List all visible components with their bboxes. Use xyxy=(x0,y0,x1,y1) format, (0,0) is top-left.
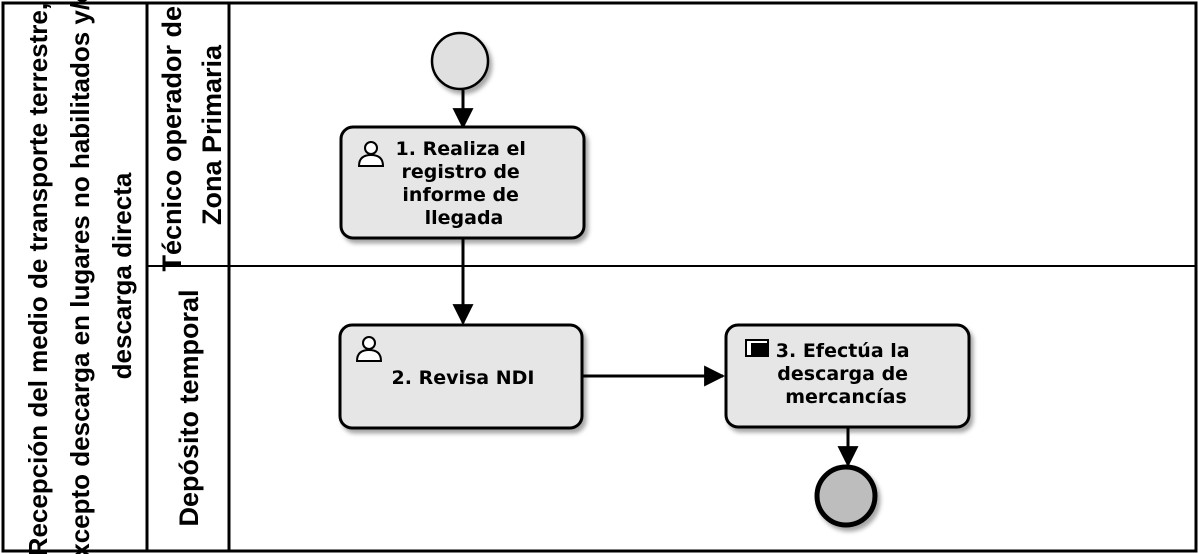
task-2-box[interactable] xyxy=(338,323,584,430)
sequence-flows xyxy=(452,90,859,468)
start-event[interactable] xyxy=(430,31,490,91)
pool-label-line-2: excepto descarga en lugares no habilitad… xyxy=(65,0,95,554)
task-1-label-line-2: registro de xyxy=(402,161,520,183)
lane-label-tecnico: Técnico operador de Zona Primaria xyxy=(157,0,227,272)
task-1-label-line-3: informe de xyxy=(402,184,519,206)
user-icon xyxy=(357,141,385,167)
pool-label: Recepción del medio de transporte terres… xyxy=(23,0,137,554)
task-3-label-line-1: 3. Efectúa la xyxy=(776,340,910,362)
task-1[interactable]: 1. Realiza el registro de informe de lle… xyxy=(339,125,586,240)
task-3-label-line-3: mercancías xyxy=(785,386,907,408)
task-1-label: 1. Realiza el registro de informe de lle… xyxy=(396,138,533,229)
task-3-label: 3. Efectúa la descarga de mercancías xyxy=(776,340,916,408)
task-1-label-line-4: llegada xyxy=(425,207,504,229)
lane-label-deposito: Depósito temporal xyxy=(174,289,204,526)
lane-label-tecnico-line-1: Técnico operador de xyxy=(157,6,187,272)
task-2-label-line-1: 2. Revisa NDI xyxy=(392,367,535,389)
pool-label-line-3: descarga directa xyxy=(107,172,137,379)
lane-label-tecnico-line-2: Zona Primaria xyxy=(197,44,227,225)
task-3-box[interactable] xyxy=(724,323,971,429)
end-event[interactable] xyxy=(814,464,878,528)
pool-label-line-1: Recepción del medio de transporte terres… xyxy=(23,3,53,554)
task-3[interactable]: 3. Efectúa la descarga de mercancías xyxy=(724,323,971,429)
service-icon xyxy=(745,339,769,357)
task-1-label-line-1: 1. Realiza el xyxy=(396,138,526,160)
task-2-label: 2. Revisa NDI xyxy=(392,367,535,389)
user-icon xyxy=(355,336,383,362)
task-3-label-line-2: descarga de xyxy=(777,363,908,385)
lane-label-deposito-line-1: Depósito temporal xyxy=(174,289,204,526)
task-2[interactable]: 2. Revisa NDI xyxy=(338,323,584,430)
task-1-box[interactable] xyxy=(339,125,586,240)
